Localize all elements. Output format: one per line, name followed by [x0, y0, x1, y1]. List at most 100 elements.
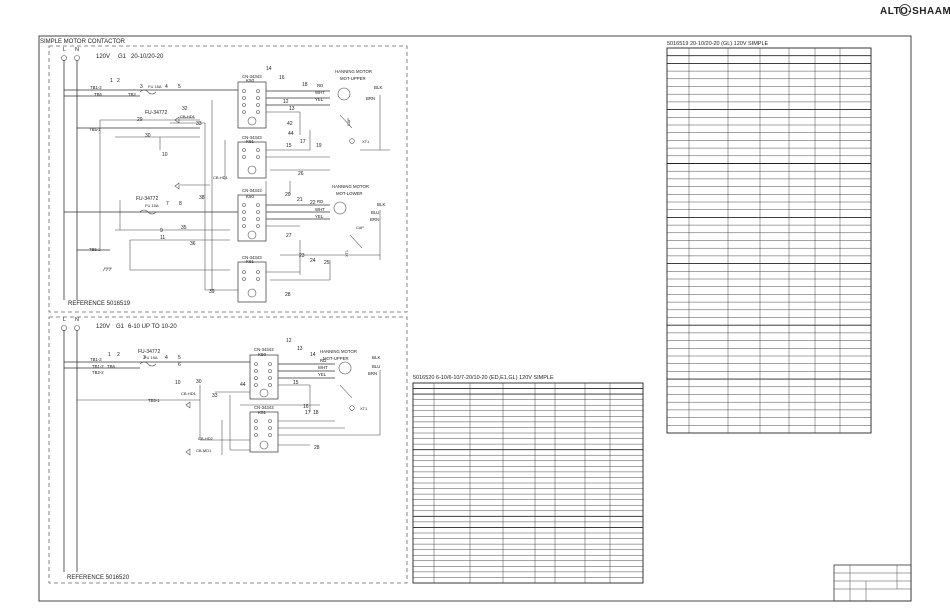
upper-n-terminal-icon [74, 55, 80, 61]
svg-text:16: 16 [303, 404, 309, 410]
svg-text:K61: K61 [246, 259, 255, 264]
svg-text:32: 32 [182, 106, 188, 112]
svg-text:13: 13 [289, 106, 295, 112]
svg-text:2: 2 [117, 352, 120, 358]
upper-motor-1-icon [337, 87, 351, 101]
svg-text:RD: RD [317, 83, 323, 88]
svg-text:CAP: CAP [356, 226, 364, 230]
svg-text:6: 6 [178, 362, 181, 368]
upper-motor-2-icon [333, 201, 347, 215]
svg-text:K51: K51 [246, 139, 255, 144]
svg-text:3: 3 [140, 84, 143, 90]
svg-text:XT1: XT1 [345, 250, 349, 257]
svg-text:39: 39 [209, 289, 215, 295]
upper-motor-1-label: HANNING MOTOR [335, 69, 372, 74]
svg-text:5: 5 [178, 355, 181, 361]
svg-text:CN-34343: CN-34343 [254, 405, 274, 410]
upper-cb-tag-1: CB-HD1 [180, 114, 196, 119]
svg-text:2: 2 [117, 78, 120, 84]
svg-text:K50: K50 [246, 78, 255, 83]
lower-motor-icon [338, 361, 352, 375]
svg-text:33: 33 [196, 121, 202, 127]
upper-tb-label-2: TB6 [94, 92, 102, 97]
upper-fuse-1-icon [139, 89, 157, 95]
svg-text:BRN: BRN [370, 217, 379, 222]
lower-motor: HANNING MOTOR MOT-UPPER RD WHT YEL BLK B… [318, 349, 381, 411]
svg-text:25: 25 [324, 260, 330, 266]
svg-text:8: 8 [179, 201, 182, 207]
svg-text:K60: K60 [246, 194, 255, 199]
svg-text:YEL: YEL [315, 97, 324, 102]
svg-text:10: 10 [175, 380, 181, 386]
wire-table-2: 5016520 6-10/6-10/7-20/10-20 (ED,E1,GL) … [412, 375, 644, 584]
lower-cb-tag-1: CB-HD1 [181, 391, 197, 396]
lower-arrow-icon-2 [185, 448, 191, 456]
svg-text:CN-34343: CN-34343 [242, 188, 262, 193]
wire-table-1: 5016519 20-10/20-20 (GL) 120V SIMPLE [666, 41, 872, 434]
svg-text:XT1: XT1 [362, 139, 370, 144]
svg-text:BLU: BLU [371, 210, 379, 215]
lower-fuse-rating: FU 15A [144, 355, 158, 360]
title-block [833, 564, 912, 602]
upper-l-terminal-icon [61, 55, 67, 61]
alto-shaam-logo: ALTO-SHAAM [880, 4, 950, 17]
svg-text:CN-34343: CN-34343 [242, 255, 262, 260]
upper-xt1-icon [349, 138, 355, 144]
svg-text:1: 1 [108, 352, 111, 358]
svg-text:TB2-2: TB2-2 [92, 370, 104, 375]
upper-contactor-k51: CN-34343 K51 [237, 135, 267, 179]
section-title: SIMPLE MOTOR CONTACTOR [40, 39, 126, 45]
svg-text:YEL: YEL [315, 214, 324, 219]
svg-text:4: 4 [165, 355, 168, 361]
lower-n-label: N [75, 317, 79, 323]
svg-text:12: 12 [283, 99, 289, 105]
svg-text:CN-34343: CN-34343 [242, 135, 262, 140]
svg-text:4: 4 [165, 84, 168, 90]
logo-swirl-icon [899, 4, 911, 16]
table-1-title: 5016519 20-10/20-20 (GL) 120V SIMPLE [667, 41, 769, 47]
svg-text:3: 3 [143, 355, 146, 361]
lower-contactor-k51: CN-34343 K51 [249, 405, 279, 453]
lower-reference: REFERENCE 5016520 [67, 575, 130, 581]
lower-header: 120V G1 6-10 UP TO 10-20 [96, 324, 177, 330]
upper-phase: G1 [118, 54, 127, 60]
svg-text:18: 18 [313, 410, 319, 416]
svg-text:14: 14 [266, 66, 272, 72]
upper-arrow-icon-2 [174, 182, 180, 190]
table-2-title: 5016520 6-10/6-10/7-20/10-20 (ED,E1,GL) … [413, 375, 554, 381]
svg-text:MOT-UPPER: MOT-UPPER [323, 356, 349, 361]
upper-fuse-2-rating: FU 15A [145, 203, 159, 208]
upper-voltage: 120V [96, 54, 110, 60]
svg-text:CN-34343: CN-34343 [254, 347, 274, 352]
svg-text:15: 15 [286, 143, 292, 149]
lower-contactor-k50: CN-34343 K50 [249, 347, 279, 400]
svg-text:G1: G1 [116, 324, 125, 330]
upper-contactor-k50: CN-34343 K50 [237, 74, 267, 129]
svg-text:24: 24 [310, 258, 316, 264]
lower-l-label: L [63, 317, 66, 323]
svg-text:TB1-2: TB1-2 [90, 357, 102, 362]
lower-xt1-icon [349, 405, 355, 411]
svg-text:BLU: BLU [372, 364, 380, 369]
svg-text:44: 44 [240, 382, 246, 388]
upper-motor-2-name: MOT-LOWER [336, 191, 363, 196]
upper-tb-label-5: TB5-2 [89, 247, 101, 252]
upper-motor-1: HANNING MOTOR MOT-UPPER RD WHT YEL BLK B… [315, 69, 383, 144]
svg-text:18: 18 [302, 82, 308, 88]
lower-l-terminal-icon [61, 325, 67, 331]
svg-text:5: 5 [178, 84, 181, 90]
upper-models: 20-10/20-20 [131, 54, 164, 60]
upper-contactor-k60: CN-34343 K60 [237, 188, 267, 242]
svg-text:7: 7 [166, 201, 169, 207]
svg-text:WHT: WHT [315, 90, 325, 95]
svg-text:9: 9 [160, 228, 163, 234]
svg-text:13: 13 [297, 346, 303, 352]
upper-tb-label-4: TB5-1 [89, 127, 101, 132]
upper-contactor-k61: CN-34343 K61 [237, 255, 267, 303]
svg-text:17: 17 [300, 139, 306, 145]
svg-text:BRN: BRN [366, 96, 375, 101]
svg-text:CN-34343: CN-34343 [242, 74, 262, 79]
lower-n-terminal-icon [74, 325, 80, 331]
lower-fuse-icon [139, 361, 157, 367]
